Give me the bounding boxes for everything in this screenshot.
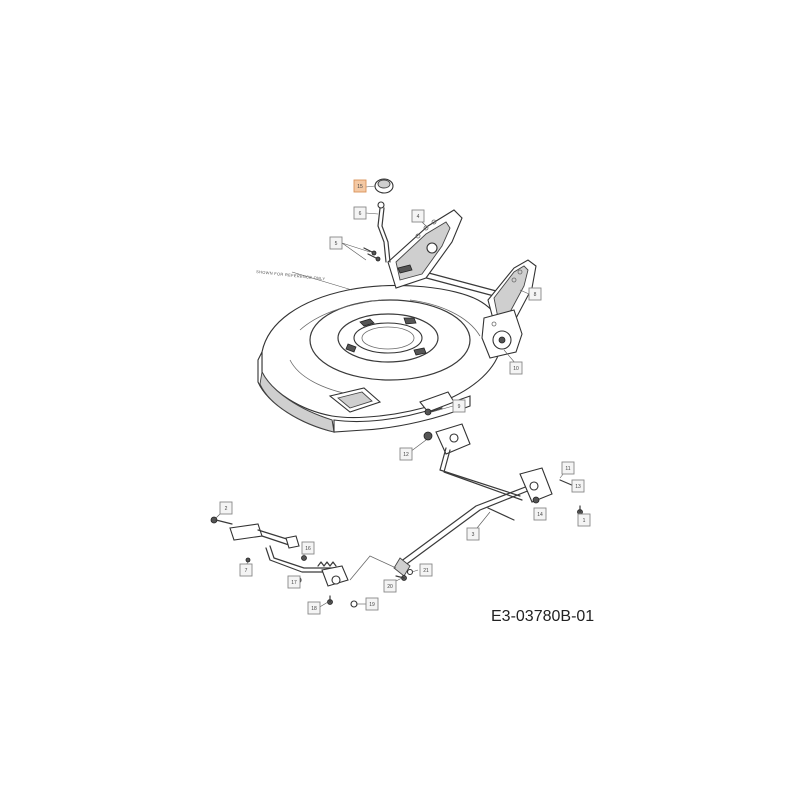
callout-label: 21 [423,568,429,574]
callout-14[interactable]: 14 [533,507,547,521]
callout-label: 16 [305,546,311,552]
callout-16[interactable]: 16 [301,541,315,555]
callout-21[interactable]: 21 [419,563,433,577]
adjuster-lever [377,201,391,263]
callout-label: 14 [537,512,543,518]
callout-label: 2 [225,506,228,512]
mower-deck [257,267,503,433]
callout-18[interactable]: 18 [307,601,321,615]
callout-label: 9 [458,404,461,410]
callout-15[interactable]: 15 [353,179,367,193]
callout-6[interactable]: 6 [353,206,367,220]
callout-13[interactable]: 13 [571,479,585,493]
reference-note: SHOWN FOR REFERENCE ONLY [256,269,326,281]
callout-label: 12 [403,452,409,458]
callout-7[interactable]: 7 [239,563,253,577]
callout-label: 19 [369,602,375,608]
wheel-hub-bracket [481,309,523,359]
callout-4[interactable]: 4 [411,209,425,223]
callout-label: 7 [245,568,248,574]
callout-label: 4 [417,214,420,220]
callout-label: 15 [357,184,363,190]
drawing-code: E3-03780B-01 [491,608,594,625]
callout-2[interactable]: 2 [219,501,233,515]
callout-label: 10 [513,366,519,372]
callout-label: 17 [291,580,297,586]
callout-8[interactable]: 8 [528,287,542,301]
rear-axle-assembly [393,407,583,577]
callout-label: 20 [387,584,393,590]
callout-12[interactable]: 12 [399,447,413,461]
callout-20[interactable]: 20 [383,579,397,593]
callout-19[interactable]: 19 [365,597,379,611]
callout-11[interactable]: 11 [561,461,575,475]
callout-label: 11 [565,466,570,472]
callout-label: 13 [575,484,581,490]
callout-label: 3 [472,532,475,538]
callout-10[interactable]: 10 [509,361,523,375]
callout-label: 1 [583,518,586,524]
callout-label: 8 [534,292,537,298]
height-adjuster-left [387,209,463,289]
lever-knob [374,178,394,194]
callout-1[interactable]: 1 [577,513,591,527]
callout-17[interactable]: 17 [287,575,301,589]
callout-3[interactable]: 3 [466,527,480,541]
front-axle-assembly [210,516,414,608]
callout-label: 5 [335,241,338,247]
callout-5[interactable]: 5 [329,236,343,250]
callout-label: 18 [311,606,317,612]
screws-left-bracket [363,247,381,262]
callout-9[interactable]: 9 [452,399,466,413]
callout-label: 6 [359,211,362,217]
